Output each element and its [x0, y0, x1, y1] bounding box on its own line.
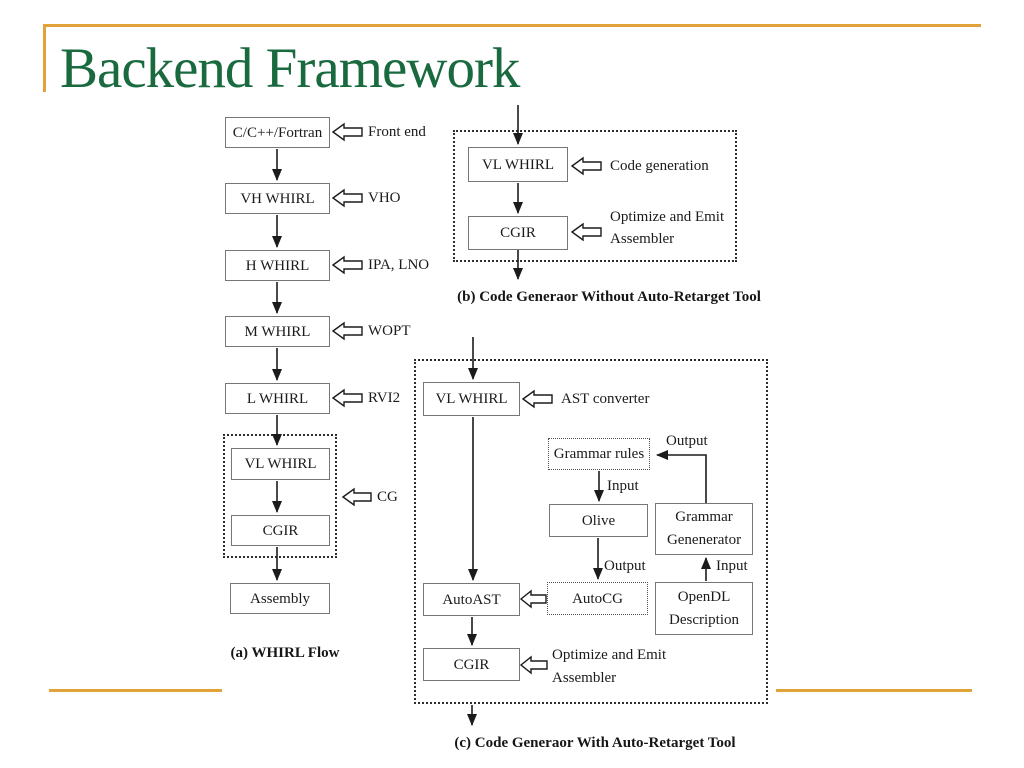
bottom-accent-line-right	[776, 689, 972, 692]
node-opendl-line1: OpenDL	[677, 588, 731, 605]
top-accent-line	[43, 24, 981, 27]
node-vl-whirl-a: VL WHIRL	[231, 448, 330, 480]
node-grammar-generator-line2: Genenerator	[666, 532, 742, 548]
label-output-to-grammar: Output	[666, 433, 708, 449]
label-front-end: Front end	[368, 124, 426, 140]
title-accent-line	[43, 24, 46, 92]
codegen-frame-b	[453, 130, 737, 262]
label-rvi2: RVI2	[368, 390, 401, 406]
node-olive: Olive	[549, 504, 648, 537]
node-source-languages: C/C++/Fortran	[225, 117, 330, 148]
node-assembly: Assembly	[230, 583, 330, 614]
block-arrow-rvi2	[331, 388, 363, 408]
label-optimize-emit-b-line1: Optimize and Emit	[610, 209, 725, 225]
node-grammar-generator-line1: Grammar	[675, 509, 733, 525]
node-grammar-rules: Grammar rules	[548, 438, 650, 470]
block-arrow-cg	[341, 487, 372, 507]
caption-codegen-without: (b) Code Generaor Without Auto-Retarget …	[457, 289, 761, 305]
label-optimize-emit-b-line2: Assembler	[610, 231, 675, 247]
label-ast-converter: AST converter	[561, 391, 650, 407]
node-m-whirl: M WHIRL	[225, 316, 330, 347]
block-arrow-front-end	[331, 122, 363, 142]
block-arrow-wopt	[331, 321, 363, 341]
page-title: Backend Framework	[60, 37, 520, 100]
node-vl-whirl-b: VL WHIRL	[468, 147, 568, 182]
label-ipa-lno: IPA, LNO	[368, 257, 430, 273]
node-cgir-b: CGIR	[468, 216, 568, 250]
label-optimize-emit-c-line2: Assembler	[552, 670, 617, 686]
block-arrow-ipa-lno	[331, 255, 363, 275]
node-cgir-a: CGIR	[231, 515, 330, 546]
label-wopt: WOPT	[368, 323, 411, 339]
label-vho: VHO	[368, 190, 401, 206]
label-code-generation: Code generation	[610, 158, 709, 174]
caption-whirl-flow: (a) WHIRL Flow	[230, 645, 340, 661]
node-grammar-generator: Grammar Genenerator	[655, 503, 753, 555]
node-autoast: AutoAST	[423, 583, 520, 616]
label-input-opendl: Input	[716, 558, 748, 574]
node-vh-whirl: VH WHIRL	[225, 183, 330, 214]
node-h-whirl: H WHIRL	[225, 250, 330, 281]
node-cgir-c: CGIR	[423, 648, 520, 681]
block-arrow-vho	[331, 188, 363, 208]
label-optimize-emit-b: Optimize and Emit Assembler	[610, 206, 724, 250]
node-autocg: AutoCG	[547, 582, 648, 615]
label-optimize-emit-c-line1: Optimize and Emit	[552, 647, 667, 663]
node-opendl-description: OpenDL Description	[655, 582, 753, 635]
node-opendl-line2: Description	[669, 611, 739, 628]
codegen-frame-c	[414, 359, 768, 704]
node-l-whirl: L WHIRL	[225, 383, 330, 414]
label-input-grammar: Input	[607, 478, 639, 494]
bottom-accent-line-left	[49, 689, 222, 692]
node-vl-whirl-c: VL WHIRL	[423, 382, 520, 416]
caption-codegen-with: (c) Code Generaor With Auto-Retarget Too…	[454, 735, 736, 751]
label-optimize-emit-c: Optimize and Emit Assembler	[552, 644, 666, 690]
label-output-olive: Output	[604, 558, 646, 574]
label-cg: CG	[377, 489, 398, 505]
